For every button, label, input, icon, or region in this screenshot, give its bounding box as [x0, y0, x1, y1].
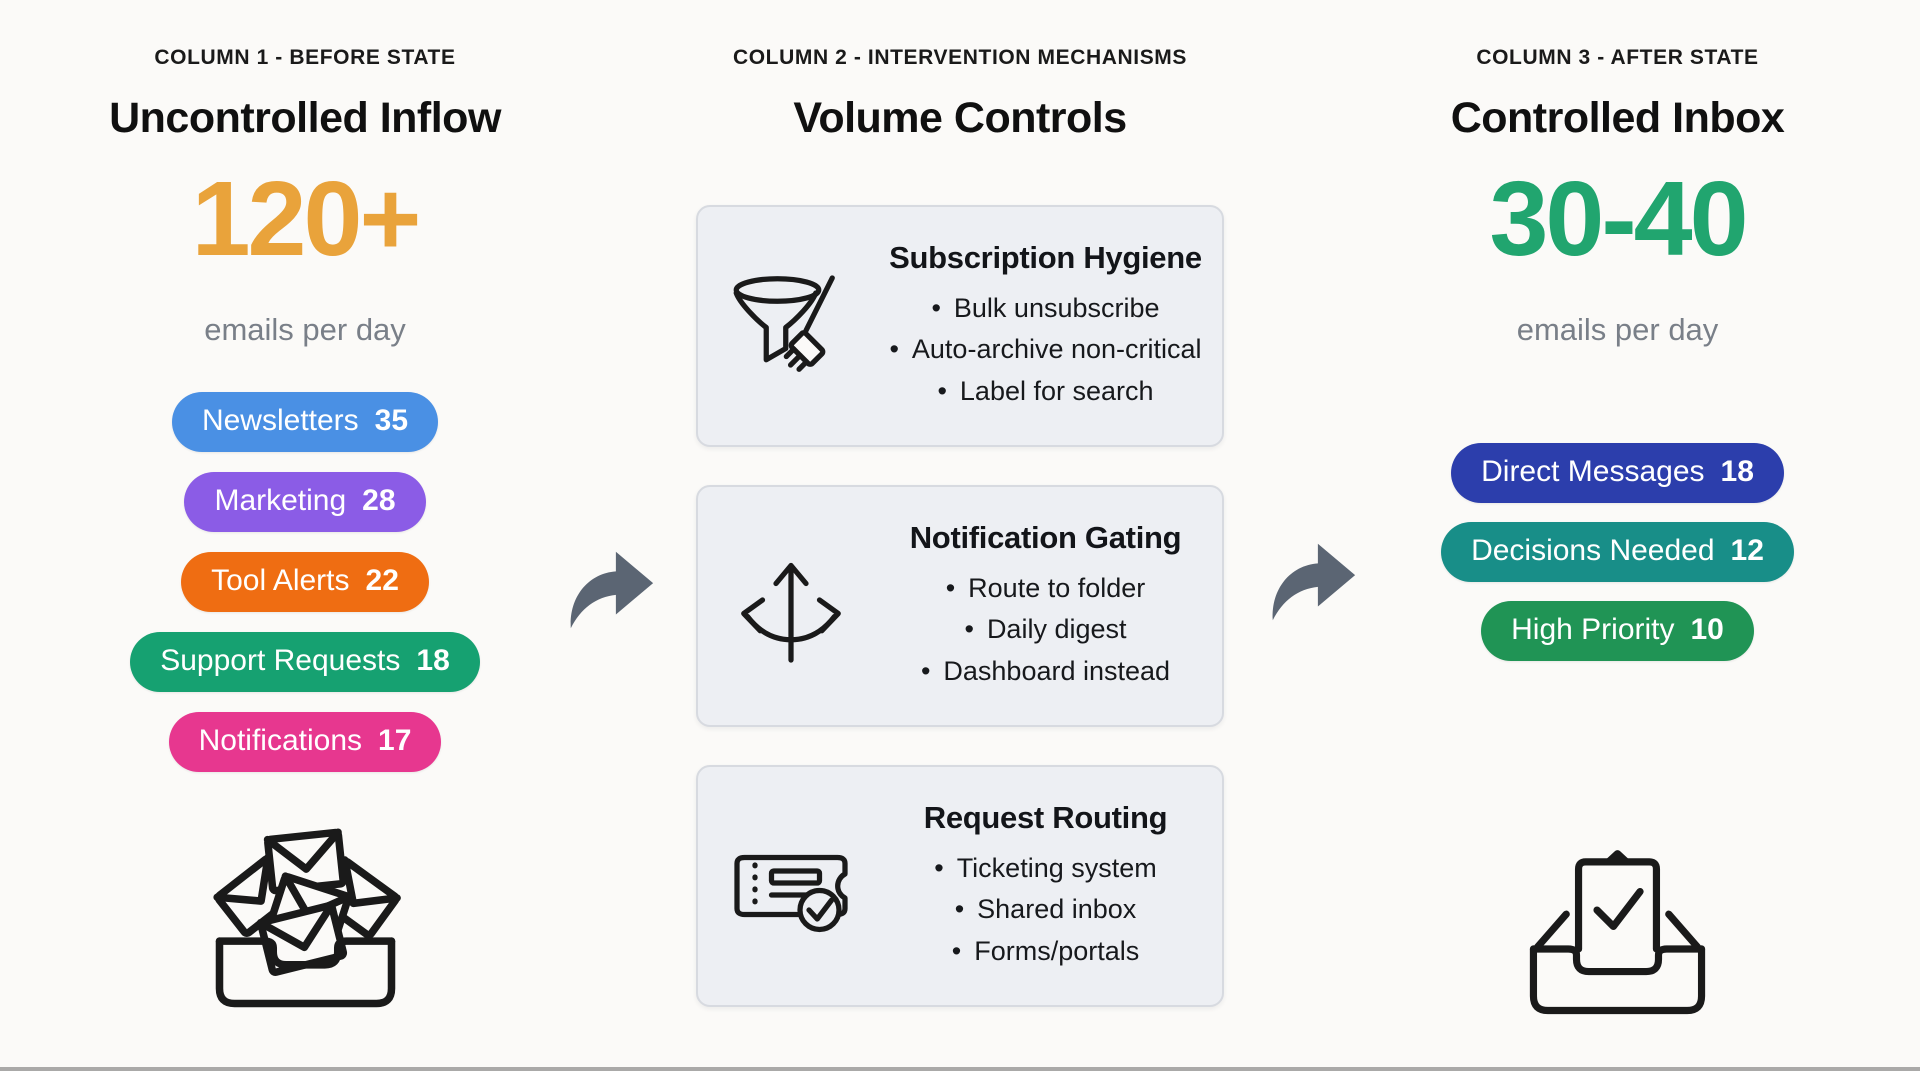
pill-count: 28 — [362, 484, 396, 517]
pill-notifications: Notifications 17 — [168, 712, 442, 772]
curved-right-arrow-icon — [570, 551, 654, 629]
card-title: Subscription Hygiene — [889, 240, 1202, 276]
pill-count: 18 — [1720, 455, 1754, 488]
before-pill-stack: Newsletters 35 Marketing 28 Tool Alerts … — [30, 392, 580, 772]
pill-count: 22 — [365, 564, 399, 597]
bullet-item: Forms/portals — [883, 931, 1208, 972]
pill-decisions-needed: Decisions Needed 12 — [1441, 522, 1794, 582]
column1-kicker: COLUMN 1 - BEFORE STATE — [154, 46, 456, 69]
bullet-item: Ticketing system — [883, 848, 1208, 889]
column-after-state: COLUMN 3 - AFTER STATE Controlled Inbox … — [1340, 0, 1895, 1071]
card-notification-gating: Notification Gating Route to folder Dail… — [696, 485, 1224, 727]
bullet-item: Daily digest — [883, 609, 1208, 650]
overflowing-inbox-icon — [30, 810, 580, 1025]
column-intervention: COLUMN 2 - INTERVENTION MECHANISMS Volum… — [660, 0, 1260, 1071]
card-request-routing: Request Routing Ticketing system Shared … — [696, 765, 1224, 1007]
intervention-cards: Subscription Hygiene Bulk unsubscribe Au… — [660, 205, 1260, 1007]
column3-title: Controlled Inbox — [1450, 94, 1785, 142]
after-metric-value: 30-40 — [1489, 160, 1748, 278]
column1-title: Uncontrolled Inflow — [109, 94, 501, 142]
card-bullet-list: Ticketing system Shared inbox Forms/port… — [883, 848, 1208, 971]
pill-high-priority: High Priority 10 — [1481, 601, 1754, 661]
pill-count: 17 — [378, 724, 412, 757]
before-metric-value: 120+ — [191, 160, 422, 278]
ticket-check-icon — [698, 811, 883, 961]
bullet-item: Dashboard instead — [883, 651, 1208, 692]
after-metric-label: emails per day — [1516, 312, 1719, 347]
pill-label: Direct Messages — [1481, 455, 1705, 488]
card-title: Notification Gating — [909, 520, 1182, 556]
column-before-state: COLUMN 1 - BEFORE STATE Uncontrolled Inf… — [30, 0, 580, 1071]
card-title: Request Routing — [923, 800, 1168, 836]
bullet-item: Route to folder — [883, 568, 1208, 609]
curved-right-arrow-icon — [1272, 543, 1356, 621]
pill-count: 10 — [1690, 613, 1724, 646]
after-pill-stack: Direct Messages 18 Decisions Needed 12 H… — [1340, 443, 1895, 661]
pill-count: 12 — [1730, 534, 1764, 567]
bullet-item: Label for search — [883, 371, 1208, 412]
branch-arrows-icon — [698, 531, 883, 681]
pill-label: Tool Alerts — [211, 564, 350, 597]
column3-kicker: COLUMN 3 - AFTER STATE — [1476, 46, 1759, 69]
bullet-item: Auto-archive non-critical — [883, 329, 1208, 370]
pill-label: Marketing — [214, 484, 347, 517]
card-bullet-list: Bulk unsubscribe Auto-archive non-critic… — [883, 288, 1208, 411]
pill-label: High Priority — [1511, 613, 1675, 646]
pill-count: 35 — [374, 404, 409, 437]
pill-label: Support Requests — [160, 644, 401, 677]
inbox-check-icon — [1340, 826, 1895, 1031]
card-subscription-hygiene: Subscription Hygiene Bulk unsubscribe Au… — [696, 205, 1224, 447]
pill-label: Newsletters — [201, 404, 359, 437]
before-metric-label: emails per day — [204, 312, 406, 347]
pill-marketing: Marketing 28 — [184, 472, 426, 532]
pill-newsletters: Newsletters 35 — [171, 392, 439, 452]
pill-tool-alerts: Tool Alerts 22 — [181, 552, 429, 612]
card-bullet-list: Route to folder Daily digest Dashboard i… — [883, 568, 1208, 691]
pill-support-requests: Support Requests 18 — [130, 632, 480, 692]
funnel-broom-icon — [698, 251, 883, 401]
bottom-edge-line — [0, 1067, 1920, 1071]
pill-direct-messages: Direct Messages 18 — [1451, 443, 1784, 503]
column2-title: Volume Controls — [793, 94, 1127, 142]
pill-label: Notifications — [198, 724, 363, 757]
pill-count: 18 — [416, 644, 450, 677]
bullet-item: Bulk unsubscribe — [883, 288, 1208, 329]
column2-kicker: COLUMN 2 - INTERVENTION MECHANISMS — [732, 46, 1188, 69]
pill-label: Decisions Needed — [1471, 534, 1715, 567]
bullet-item: Shared inbox — [883, 889, 1208, 930]
